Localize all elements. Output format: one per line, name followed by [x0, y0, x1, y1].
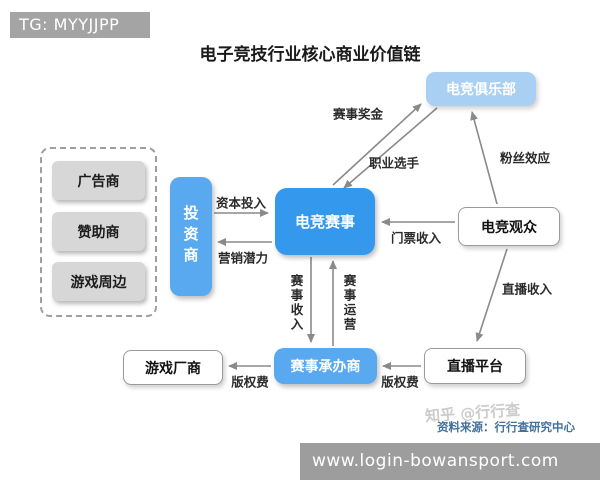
players-arrow [343, 107, 438, 189]
node-esports-audience: 电竞观众 [458, 207, 560, 246]
label-pro-players: 职业选手 [368, 155, 420, 171]
node-advertiser: 广告商 [52, 161, 145, 200]
node-game-maker: 游戏厂商 [123, 350, 223, 385]
label-prize-money: 赛事奖金 [332, 106, 384, 122]
label-fan-effect: 粉丝效应 [499, 150, 551, 166]
label-marketing-potential: 营销潜力 [217, 250, 269, 266]
label-capital-input: 资本投入 [215, 195, 267, 211]
node-esports-club: 电竞俱乐部 [426, 72, 536, 106]
node-esports-event: 电竞赛事 [275, 188, 375, 255]
source-credit: 资料来源：行行查研究中心 [437, 420, 575, 434]
fans-arrow [470, 111, 498, 205]
node-sponsor: 赞助商 [52, 212, 145, 251]
diagram-title: 电子竞技行业核心商业价值链 [199, 45, 421, 65]
live-income-arrow [475, 248, 508, 342]
node-game-peripheral: 游戏周边 [52, 262, 145, 301]
label-ticket-income: 门票收入 [390, 230, 442, 246]
label-event-income: 赛事收入 [288, 274, 304, 332]
node-live-platform: 直播平台 [424, 348, 526, 384]
node-investor: 投资商 [170, 177, 212, 296]
node-event-organizer: 赛事承办商 [274, 348, 377, 384]
label-live-income: 直播收入 [501, 281, 553, 297]
label-copyright-fee-left: 版权费 [231, 374, 269, 390]
top-watermark-bar: TG: MYYJJPP [10, 12, 150, 38]
supplier-group-outline [40, 147, 157, 317]
label-event-operation: 赛事运营 [341, 274, 357, 332]
label-copyright-fee-right: 版权费 [381, 374, 419, 390]
bottom-url-bar: www.login-bowansport.com [300, 443, 600, 480]
prize-arrow [332, 103, 422, 186]
